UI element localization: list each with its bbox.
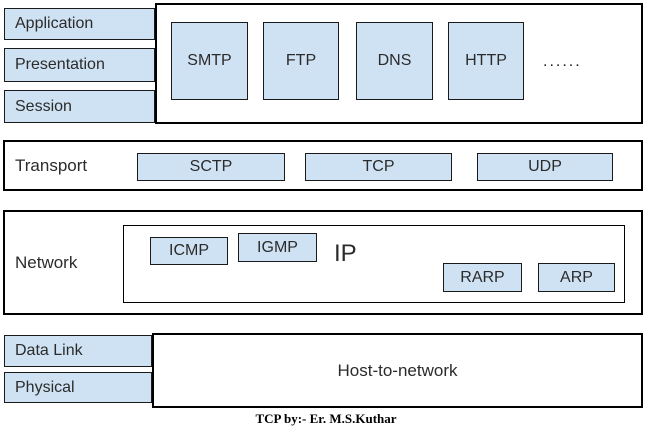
protocol-sctp-label: SCTP xyxy=(189,158,233,175)
protocol-rarp-label: RARP xyxy=(460,268,505,286)
protocol-box-tcp: TCP xyxy=(305,153,452,181)
osi-layer-session: Session xyxy=(4,90,155,123)
osi-layer-data-link-label: Data Link xyxy=(15,342,83,359)
osi-layer-application: Application xyxy=(4,8,155,40)
host-to-network-box: Host-to-network xyxy=(152,333,643,408)
protocol-box-dns: DNS xyxy=(356,22,433,100)
protocol-igmp-label: IGMP xyxy=(257,238,298,256)
protocol-http-label: HTTP xyxy=(465,52,507,69)
protocol-box-icmp: ICMP xyxy=(150,237,228,265)
protocol-box-arp: ARP xyxy=(538,263,615,292)
protocol-tcp-label: TCP xyxy=(362,158,395,175)
protocol-box-smtp: SMTP xyxy=(171,22,248,100)
protocol-ftp-label: FTP xyxy=(285,52,317,69)
protocol-udp-label: UDP xyxy=(528,158,562,175)
osi-layer-physical: Physical xyxy=(4,372,152,403)
transport-layer-label: Transport xyxy=(15,155,88,175)
osi-layer-presentation-label: Presentation xyxy=(15,56,105,73)
protocol-icmp-label: ICMP xyxy=(169,242,209,259)
protocol-box-rarp: RARP xyxy=(443,263,522,292)
osi-layer-data-link: Data Link xyxy=(4,335,152,367)
protocol-ip-label: IP xyxy=(334,240,357,267)
host-to-network-label: Host-to-network xyxy=(337,360,458,380)
protocol-box-ftp: FTP xyxy=(263,22,339,100)
protocol-dns-label: DNS xyxy=(377,52,412,69)
protocol-box-udp: UDP xyxy=(477,153,613,181)
more-protocols-ellipsis: ...... xyxy=(543,53,582,70)
protocol-box-sctp: SCTP xyxy=(137,153,285,181)
protocol-smtp-label: SMTP xyxy=(187,52,232,69)
protocol-box-http: HTTP xyxy=(448,22,524,100)
network-layer-label: Network xyxy=(15,252,78,272)
osi-layer-presentation: Presentation xyxy=(4,48,155,82)
osi-layer-physical-label: Physical xyxy=(15,378,75,396)
protocol-box-igmp: IGMP xyxy=(238,233,317,262)
osi-layer-session-label: Session xyxy=(15,97,72,115)
osi-layer-application-label: Application xyxy=(15,15,94,32)
protocol-arp-label: ARP xyxy=(560,268,593,286)
diagram-caption: TCP by:- Er. M.S.Kuthar xyxy=(255,411,397,426)
